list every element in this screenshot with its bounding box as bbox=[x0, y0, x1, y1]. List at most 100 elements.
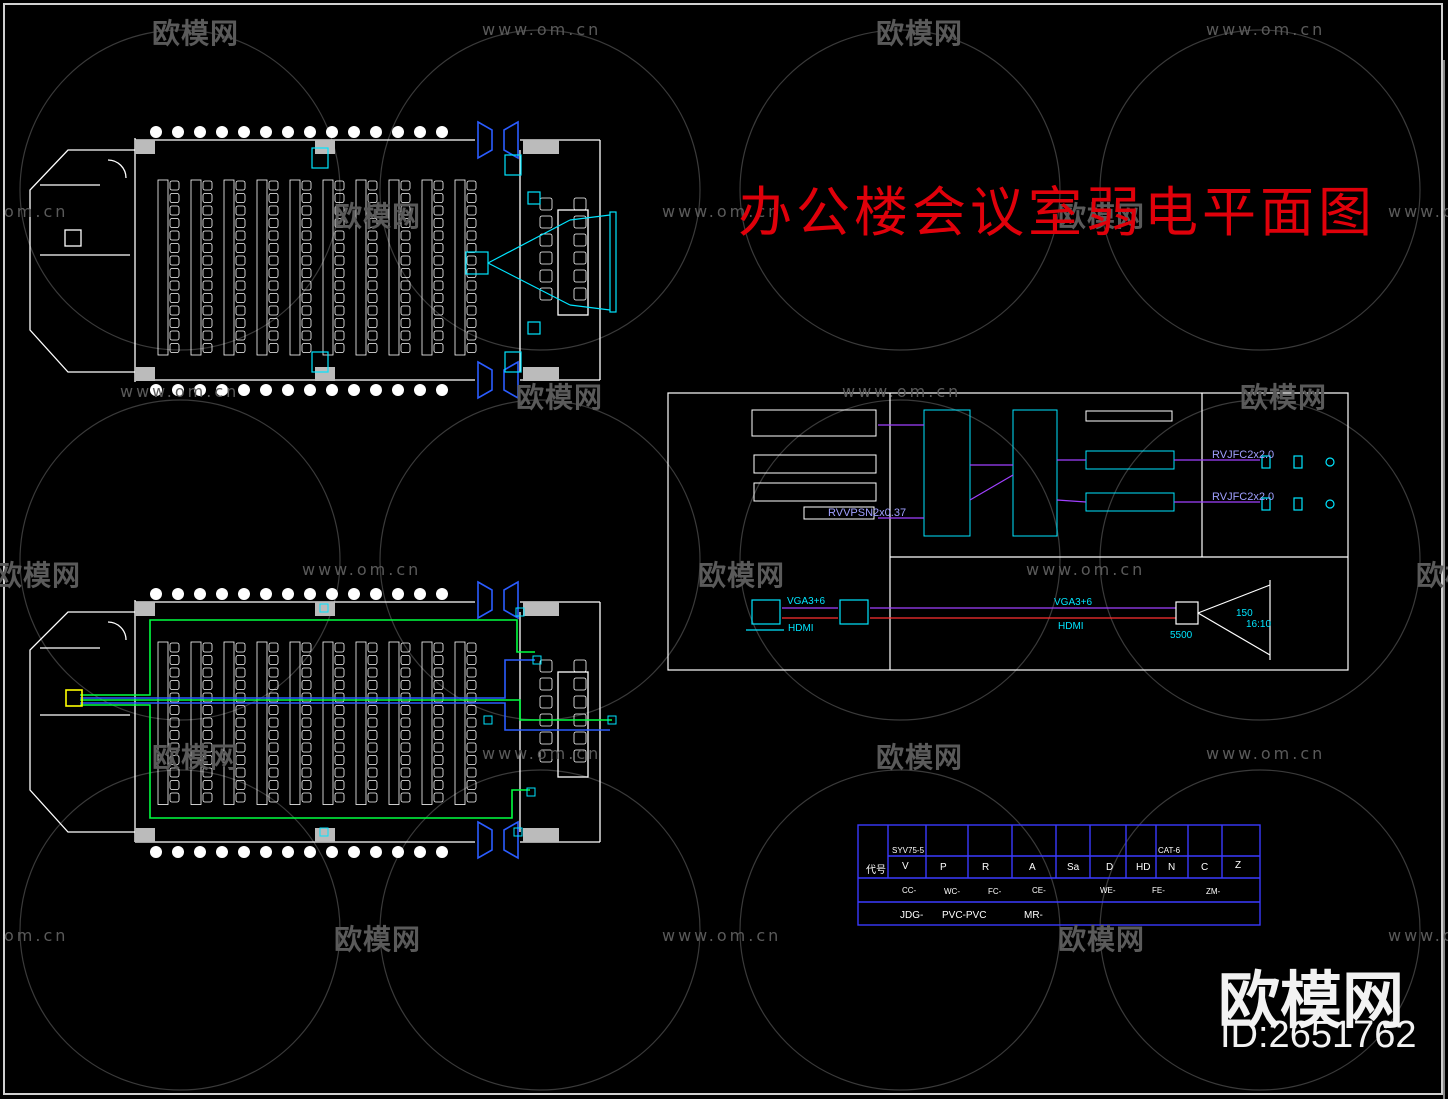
seat bbox=[301, 293, 312, 303]
seat bbox=[573, 287, 587, 301]
seat bbox=[202, 318, 213, 328]
legend-code: A bbox=[1029, 862, 1036, 873]
seat bbox=[466, 243, 477, 253]
seat bbox=[466, 755, 477, 765]
seat bbox=[367, 193, 378, 203]
seat bbox=[400, 717, 411, 728]
projector-label: 5500 bbox=[1170, 630, 1193, 641]
seat bbox=[466, 717, 477, 728]
seat bbox=[573, 749, 587, 763]
seat bbox=[169, 755, 180, 765]
window-light bbox=[216, 846, 228, 858]
conference-host-equipment bbox=[751, 409, 1175, 537]
seat bbox=[301, 305, 312, 316]
watermark-logo: 欧模网 bbox=[1058, 923, 1146, 956]
watermark-logo: 欧模网 bbox=[1240, 381, 1328, 414]
seat bbox=[466, 318, 477, 328]
bottom-cable-routing bbox=[65, 619, 612, 819]
seat bbox=[202, 343, 213, 353]
seat bbox=[466, 642, 477, 653]
seat bbox=[334, 717, 345, 728]
seat bbox=[466, 280, 477, 291]
seat bbox=[334, 205, 345, 216]
seat bbox=[169, 255, 180, 266]
window-light bbox=[436, 126, 448, 138]
seat bbox=[334, 680, 345, 690]
seat bbox=[400, 705, 411, 715]
desk-row bbox=[421, 179, 433, 356]
seat bbox=[433, 318, 444, 328]
seat bbox=[400, 655, 411, 665]
watermark-url: www.om.cn bbox=[842, 382, 962, 401]
seat bbox=[301, 218, 312, 228]
seat bbox=[573, 269, 587, 283]
seat bbox=[202, 742, 213, 753]
window-light bbox=[326, 846, 338, 858]
seat bbox=[334, 705, 345, 715]
seat bbox=[235, 293, 246, 303]
seat bbox=[573, 233, 587, 247]
seat bbox=[367, 655, 378, 665]
window-light bbox=[172, 384, 184, 396]
seat bbox=[268, 193, 279, 203]
seat bbox=[433, 642, 444, 653]
watermark-logo: 欧模网 bbox=[698, 559, 786, 592]
seat bbox=[367, 268, 378, 278]
legend-code: P bbox=[940, 862, 947, 873]
window-light bbox=[238, 384, 250, 396]
desk-row bbox=[322, 179, 334, 356]
seat bbox=[539, 269, 553, 283]
seat bbox=[268, 742, 279, 753]
seat bbox=[400, 792, 411, 803]
seat bbox=[169, 742, 180, 753]
seat bbox=[268, 293, 279, 303]
watermark-url: om.cn bbox=[4, 202, 69, 221]
watermark-url: www.om.cn bbox=[120, 382, 240, 401]
seat bbox=[235, 655, 246, 665]
seat bbox=[268, 755, 279, 765]
desk-row bbox=[256, 641, 268, 805]
desk-row bbox=[388, 641, 400, 805]
window-light bbox=[150, 126, 162, 138]
seat bbox=[301, 717, 312, 728]
seat bbox=[466, 230, 477, 241]
seat bbox=[573, 677, 587, 691]
seat bbox=[466, 343, 477, 353]
watermark-url: www.om.cn bbox=[1026, 560, 1146, 579]
seat bbox=[169, 655, 180, 665]
seat bbox=[400, 193, 411, 203]
window-light bbox=[436, 384, 448, 396]
window-light bbox=[282, 126, 294, 138]
seat bbox=[202, 268, 213, 278]
watermark-url: www.om.cn bbox=[662, 926, 782, 945]
screen-ratio-label: 16:10 bbox=[1246, 619, 1272, 630]
seat bbox=[367, 705, 378, 715]
seat bbox=[169, 705, 180, 715]
seat bbox=[433, 305, 444, 316]
seat bbox=[400, 255, 411, 266]
seat bbox=[202, 792, 213, 803]
seat bbox=[539, 233, 553, 247]
seat bbox=[466, 680, 477, 690]
desk-row bbox=[190, 641, 202, 805]
top-seating-grid bbox=[157, 179, 587, 356]
seat bbox=[301, 767, 312, 778]
seat bbox=[169, 280, 180, 291]
seat bbox=[367, 667, 378, 678]
seat bbox=[367, 180, 378, 191]
window-light bbox=[436, 846, 448, 858]
seat bbox=[433, 343, 444, 353]
seat bbox=[334, 780, 345, 790]
window-light bbox=[172, 126, 184, 138]
seat bbox=[367, 330, 378, 341]
desk-row bbox=[388, 179, 400, 356]
seat bbox=[466, 667, 477, 678]
seat bbox=[235, 268, 246, 278]
seat bbox=[539, 287, 553, 301]
seat bbox=[367, 230, 378, 241]
seat bbox=[433, 705, 444, 715]
seat bbox=[202, 305, 213, 316]
seat bbox=[301, 268, 312, 278]
seat bbox=[539, 677, 553, 691]
